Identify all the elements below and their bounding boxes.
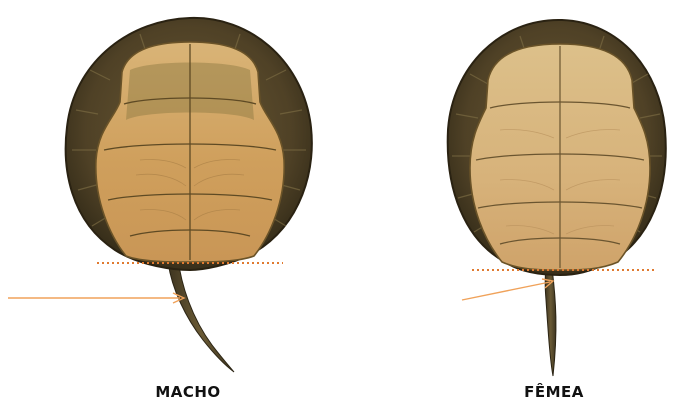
female-caption: FÊMEA [484, 381, 624, 403]
male-arrow [8, 293, 184, 303]
male-tail [168, 258, 234, 372]
female-arrow [462, 279, 553, 300]
male-caption: MACHO [118, 381, 258, 403]
male-turtle [66, 18, 312, 372]
female-tail [545, 268, 556, 376]
female-turtle [448, 20, 666, 376]
